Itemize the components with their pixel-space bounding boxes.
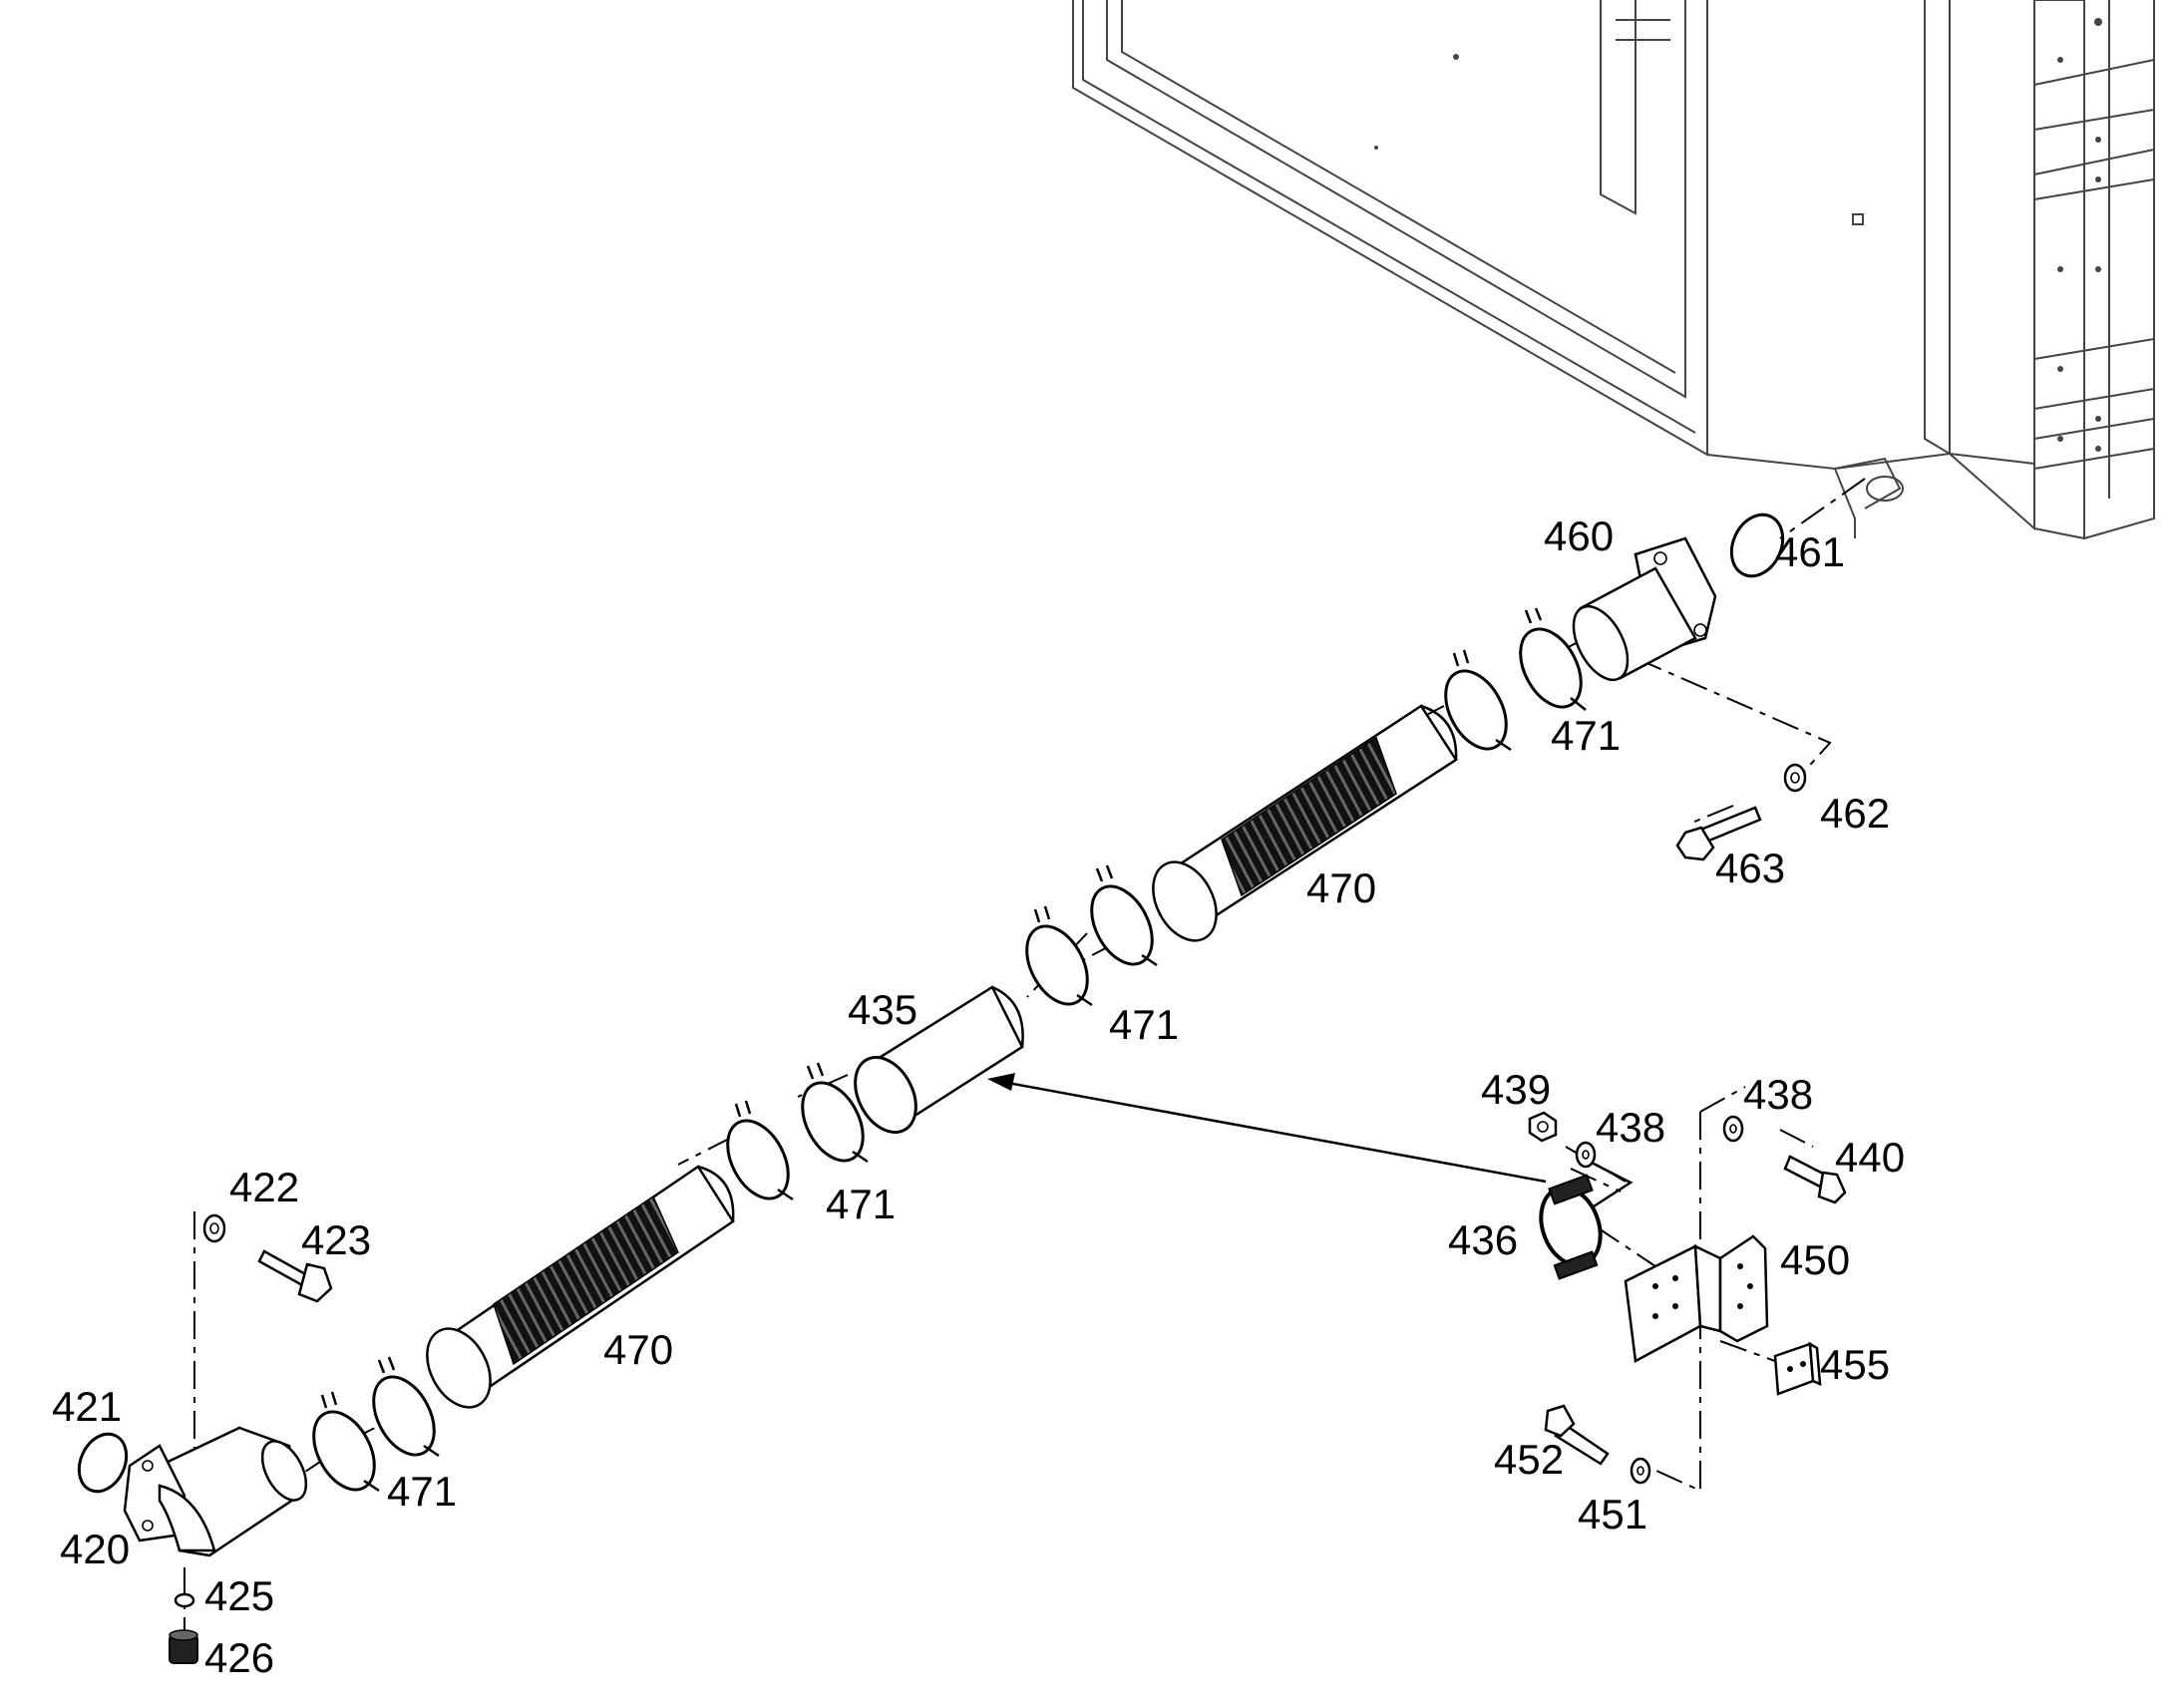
washer-425	[174, 1592, 195, 1608]
label-470-upper: 470	[1306, 864, 1376, 911]
label-471-top: 471	[1551, 712, 1621, 759]
washer-462	[1783, 763, 1807, 793]
straight-pipe-435	[854, 985, 1024, 1135]
label-439: 439	[1481, 1066, 1551, 1113]
bolt-463	[1675, 806, 1762, 861]
bolt-452	[1544, 1404, 1610, 1466]
label-421: 421	[52, 1383, 122, 1430]
flex-pipe-470-upper	[1152, 704, 1458, 942]
flange-adapter-460	[1572, 536, 1717, 682]
elbow-420	[123, 1426, 308, 1557]
o-ring-421	[77, 1432, 129, 1494]
bolt-423	[257, 1249, 333, 1303]
label-438-right: 438	[1743, 1071, 1813, 1118]
clamp-pair-471-mid-lower	[726, 1062, 869, 1201]
clamp-pair-471-mid-upper	[1025, 864, 1158, 1007]
label-462: 462	[1820, 790, 1890, 837]
label-422: 422	[229, 1164, 299, 1210]
saddle-clamp-436	[1539, 1174, 1603, 1280]
bracket-450	[1624, 1234, 1769, 1363]
label-440: 440	[1835, 1134, 1905, 1181]
label-436: 436	[1448, 1216, 1518, 1263]
washer-438-left	[1575, 1141, 1597, 1169]
label-420: 420	[60, 1526, 130, 1572]
label-438-left: 438	[1596, 1104, 1665, 1151]
label-461: 461	[1775, 528, 1845, 575]
label-425: 425	[204, 1572, 274, 1619]
label-455: 455	[1820, 1341, 1890, 1388]
clamp-pair-471-bottom	[312, 1356, 440, 1493]
bracket-location-arrow	[987, 1073, 1547, 1184]
o-ring-461	[1729, 512, 1785, 578]
flex-pipe-470-lower	[426, 1165, 735, 1409]
pad-455	[1773, 1341, 1822, 1396]
label-450: 450	[1780, 1236, 1850, 1283]
label-423: 423	[301, 1216, 371, 1263]
label-471-mid-lower: 471	[826, 1181, 896, 1227]
washer-438-right	[1722, 1115, 1744, 1143]
label-451: 451	[1578, 1491, 1647, 1537]
plug-426	[169, 1629, 198, 1664]
machine-housing	[1072, 0, 2155, 540]
clamp-pair-471-top	[1444, 607, 1587, 752]
label-470-lower: 470	[603, 1326, 673, 1373]
label-426: 426	[204, 1634, 274, 1681]
label-471-bottom: 471	[387, 1468, 457, 1515]
label-435: 435	[848, 986, 917, 1033]
label-452: 452	[1494, 1436, 1564, 1483]
label-471-mid-upper: 471	[1109, 1001, 1179, 1048]
label-460: 460	[1544, 512, 1614, 559]
nut-439	[1528, 1111, 1558, 1143]
part-number-labels: 460 461 471 462 463 470 435 471 439 438 …	[52, 512, 1905, 1681]
washer-422	[202, 1213, 226, 1243]
label-463: 463	[1715, 845, 1785, 891]
washer-451	[1630, 1457, 1651, 1485]
bolt-440	[1783, 1155, 1847, 1204]
